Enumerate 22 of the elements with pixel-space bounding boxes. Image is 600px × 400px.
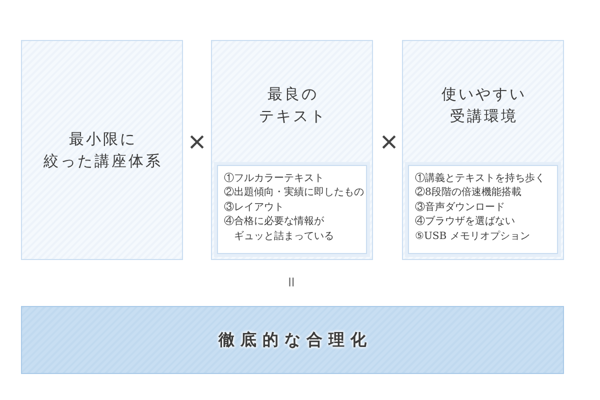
- list-item: ④ブラウザを選ばない: [415, 215, 515, 230]
- feature-list-box: [408, 165, 558, 254]
- result-banner: [21, 306, 564, 374]
- list-item: ②出題傾向・実績に即したもの: [224, 186, 364, 200]
- feature-panel: [211, 40, 373, 260]
- feature-list-box: [217, 165, 367, 254]
- feature-panel: [402, 40, 564, 260]
- list-item: ⑤USB メモリオプション: [415, 230, 530, 244]
- list-item: ③レイアウト: [224, 200, 284, 215]
- list-item: ④合格に必要な情報がギュッと詰まっている: [224, 215, 334, 244]
- panel-title: 使いやすい受講環境: [440, 84, 526, 127]
- multiply-sign: ×: [380, 128, 398, 158]
- list-item: ①講義とテキストを持ち歩く: [415, 172, 545, 186]
- list-item: ②8段階の倍速機能搭載: [415, 186, 522, 200]
- equals-sign: ＝: [282, 274, 300, 290]
- panel-title: 最小限に絞った講座体系: [42, 129, 162, 172]
- banner-title: 徹底的な合理化: [217, 330, 372, 350]
- list-item: ③音声ダウンロード: [415, 200, 505, 215]
- panel-title: 最良のテキスト: [258, 84, 327, 127]
- feature-panel: [21, 40, 183, 260]
- list-item: ①フルカラーテキスト: [224, 172, 324, 186]
- multiply-sign: ×: [188, 128, 206, 158]
